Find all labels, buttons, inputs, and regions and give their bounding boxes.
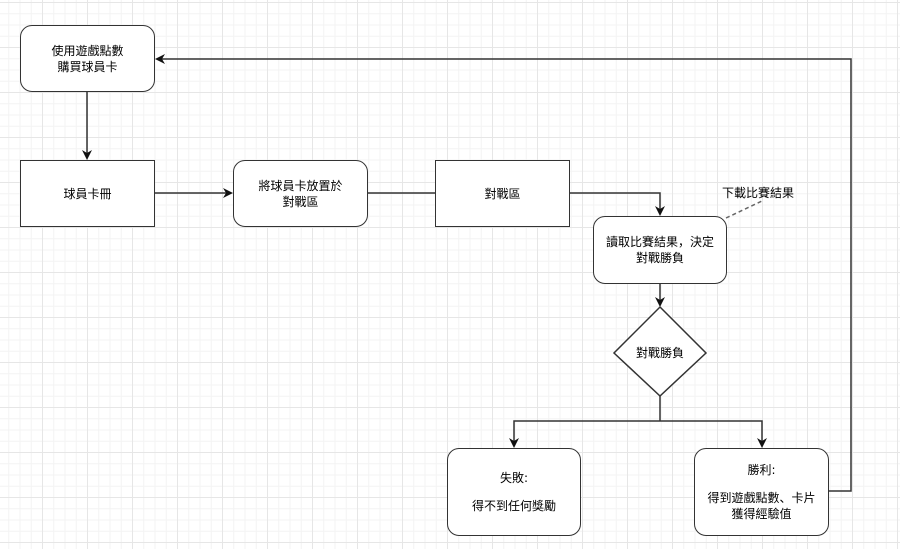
node-place-cards[interactable]: 將球員卡放置於 對戰區 — [233, 160, 368, 227]
decision-label: 對戰勝負 — [635, 346, 684, 360]
node-win-line-1: 得到遊戲點數、卡片 — [707, 491, 816, 505]
annotation-dashed-line — [725, 200, 763, 219]
edge-decision-to-win — [660, 420, 767, 448]
edge-arena-to-read — [570, 192, 665, 216]
node-win[interactable]: 勝利: 得到遊戲點數、卡片 獲得經驗值 — [694, 448, 829, 536]
node-buy-cards[interactable]: 使用遊戲點數 購買球員卡 — [20, 25, 155, 92]
annotation-download-results: 下載比賽結果 — [722, 186, 795, 200]
node-place-line-2: 對戰區 — [282, 194, 319, 209]
node-read-results[interactable]: 讀取比賽結果，決定 對戰勝負 — [593, 216, 727, 284]
node-buy-line-2: 購買球員卡 — [57, 59, 118, 74]
node-lose[interactable]: 失敗: 得不到任何獎勵 — [447, 448, 581, 536]
edge-decision-to-lose — [509, 420, 660, 448]
node-album-label: 球員卡冊 — [63, 186, 112, 201]
node-card-album[interactable]: 球員卡冊 — [20, 160, 155, 227]
node-lose-title: 失敗: — [499, 471, 529, 485]
node-read-line-1: 讀取比賽結果，決定 — [605, 235, 714, 249]
node-battle-area[interactable]: 對戰區 — [435, 160, 570, 227]
node-arena-label: 對戰區 — [484, 186, 521, 201]
node-buy-line-1: 使用遊戲點數 — [51, 43, 124, 58]
edge-win-to-buy — [155, 54, 852, 492]
node-win-line-2: 獲得經驗值 — [731, 507, 792, 521]
node-win-title: 勝利: — [747, 463, 776, 477]
node-place-line-1: 將球員卡放置於 — [258, 178, 343, 193]
node-lose-line-1: 得不到任何獎勵 — [471, 499, 556, 513]
node-read-line-2: 對戰勝負 — [635, 251, 684, 265]
